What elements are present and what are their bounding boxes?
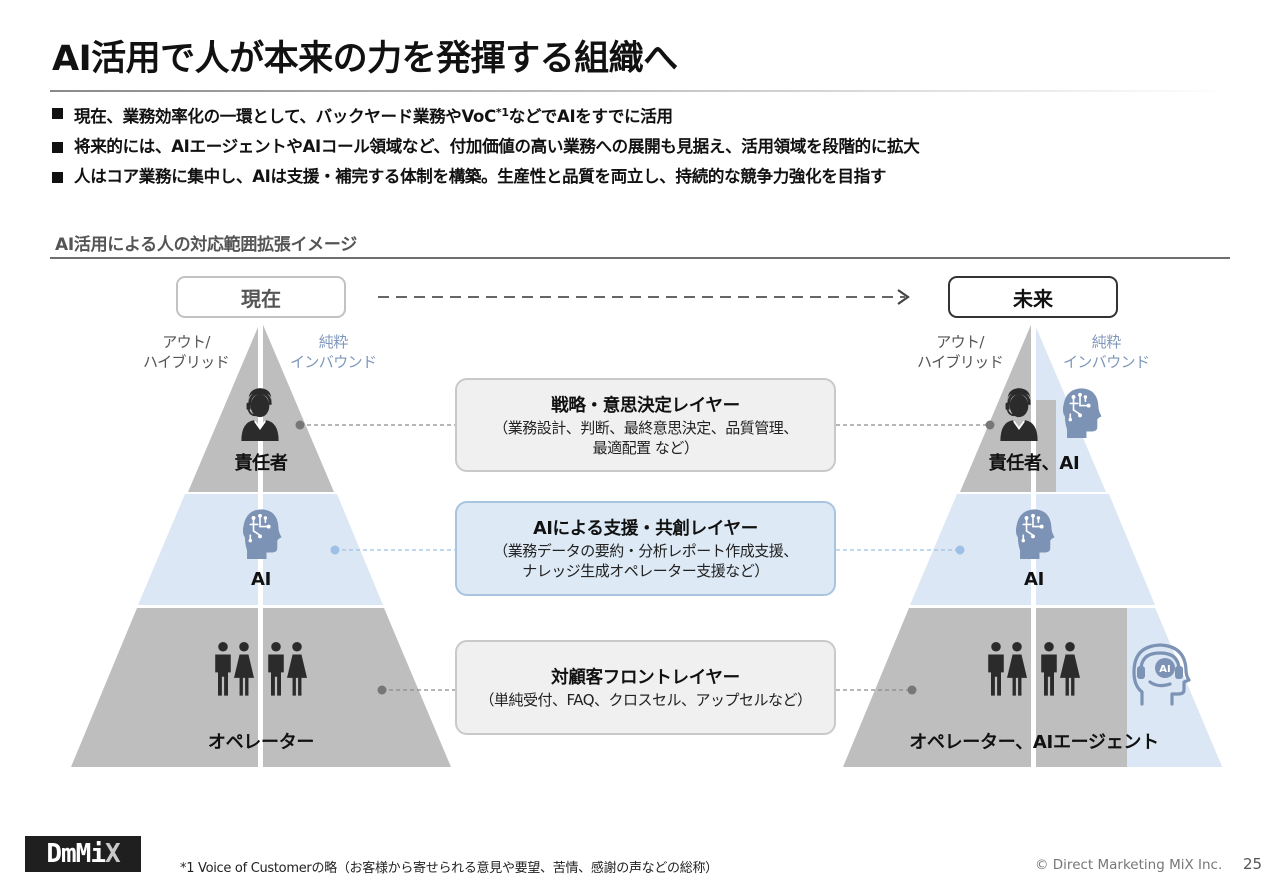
ai-support-layer-box: AIによる支援・共創レイヤー （業務データの要約・分析レポート作成支援、 ナレッ… bbox=[455, 501, 836, 596]
right-bottom-layer-label: オペレーター、AIエージェント bbox=[909, 732, 1159, 753]
footnote: *1 Voice of Customerの略（お客様から寄せられる意見や要望、苦… bbox=[180, 861, 718, 876]
connector-dot bbox=[955, 545, 965, 555]
connector-dot bbox=[907, 685, 917, 695]
title-divider bbox=[50, 90, 1232, 92]
right-top-layer-human bbox=[960, 320, 1033, 492]
page-number: 25 bbox=[1243, 855, 1263, 873]
out-hybrid-label: アウト/ ハイブリッド bbox=[143, 333, 230, 371]
section-divider bbox=[50, 257, 1230, 259]
right-pyramid bbox=[843, 320, 1222, 768]
connectors bbox=[295, 420, 995, 695]
section-title: AI活用による人の対応範囲拡張イメージ bbox=[55, 235, 357, 255]
customer-front-layer-box: 対顧客フロントレイヤー （単純受付、FAQ、クロスセル、アップセルなど） bbox=[455, 640, 836, 735]
connector-dot bbox=[330, 545, 340, 555]
ai-head-icon bbox=[1062, 387, 1102, 438]
connector-dot bbox=[377, 685, 387, 695]
left-bottom-layer-label: オペレーター bbox=[207, 732, 315, 753]
slide-title: AI活用で人が本来の力を発揮する組織へ bbox=[52, 39, 678, 79]
connector-dot bbox=[985, 420, 995, 430]
right-top-layer-label: 責任者、AI bbox=[988, 453, 1080, 474]
strategy-layer-box: 戦略・意思決定レイヤー （業務設計、判断、最終意思決定、品質管理、 最適配置 な… bbox=[455, 378, 836, 472]
right-top-shared bbox=[1036, 400, 1056, 492]
arrow-head-icon bbox=[897, 289, 910, 305]
out-hybrid-label: アウト/ ハイブリッド bbox=[917, 333, 1004, 371]
left-top-layer-label: 責任者 bbox=[234, 453, 288, 474]
bullet-item: 現在、業務効率化の一環として、バックヤード業務やVoC*1などでAIをすでに活用 bbox=[50, 98, 919, 132]
bullet-list: 現在、業務効率化の一環として、バックヤード業務やVoC*1などでAIをすでに活用… bbox=[50, 98, 920, 192]
future-tag: 未来 bbox=[948, 276, 1118, 318]
now-tag: 現在 bbox=[176, 276, 346, 318]
copyright: © Direct Marketing MiX Inc. bbox=[1035, 857, 1223, 873]
bullet-item: 人はコア業務に集中し、AIは支援・補完する体制を構築。生産性と品質を両立し、持続… bbox=[50, 162, 919, 192]
left-middle-layer-label: AI bbox=[250, 569, 272, 590]
bullet-item: 将来的には、AIエージェントやAIコール領域など、付加価値の高い業務への展開も見… bbox=[50, 132, 920, 162]
pure-inbound-label: 純粋 インバウンド bbox=[290, 333, 377, 371]
pure-inbound-label: 純粋 インバウンド bbox=[1063, 333, 1150, 371]
right-middle-layer-label: AI bbox=[1023, 569, 1045, 590]
connector-dot bbox=[295, 420, 305, 430]
